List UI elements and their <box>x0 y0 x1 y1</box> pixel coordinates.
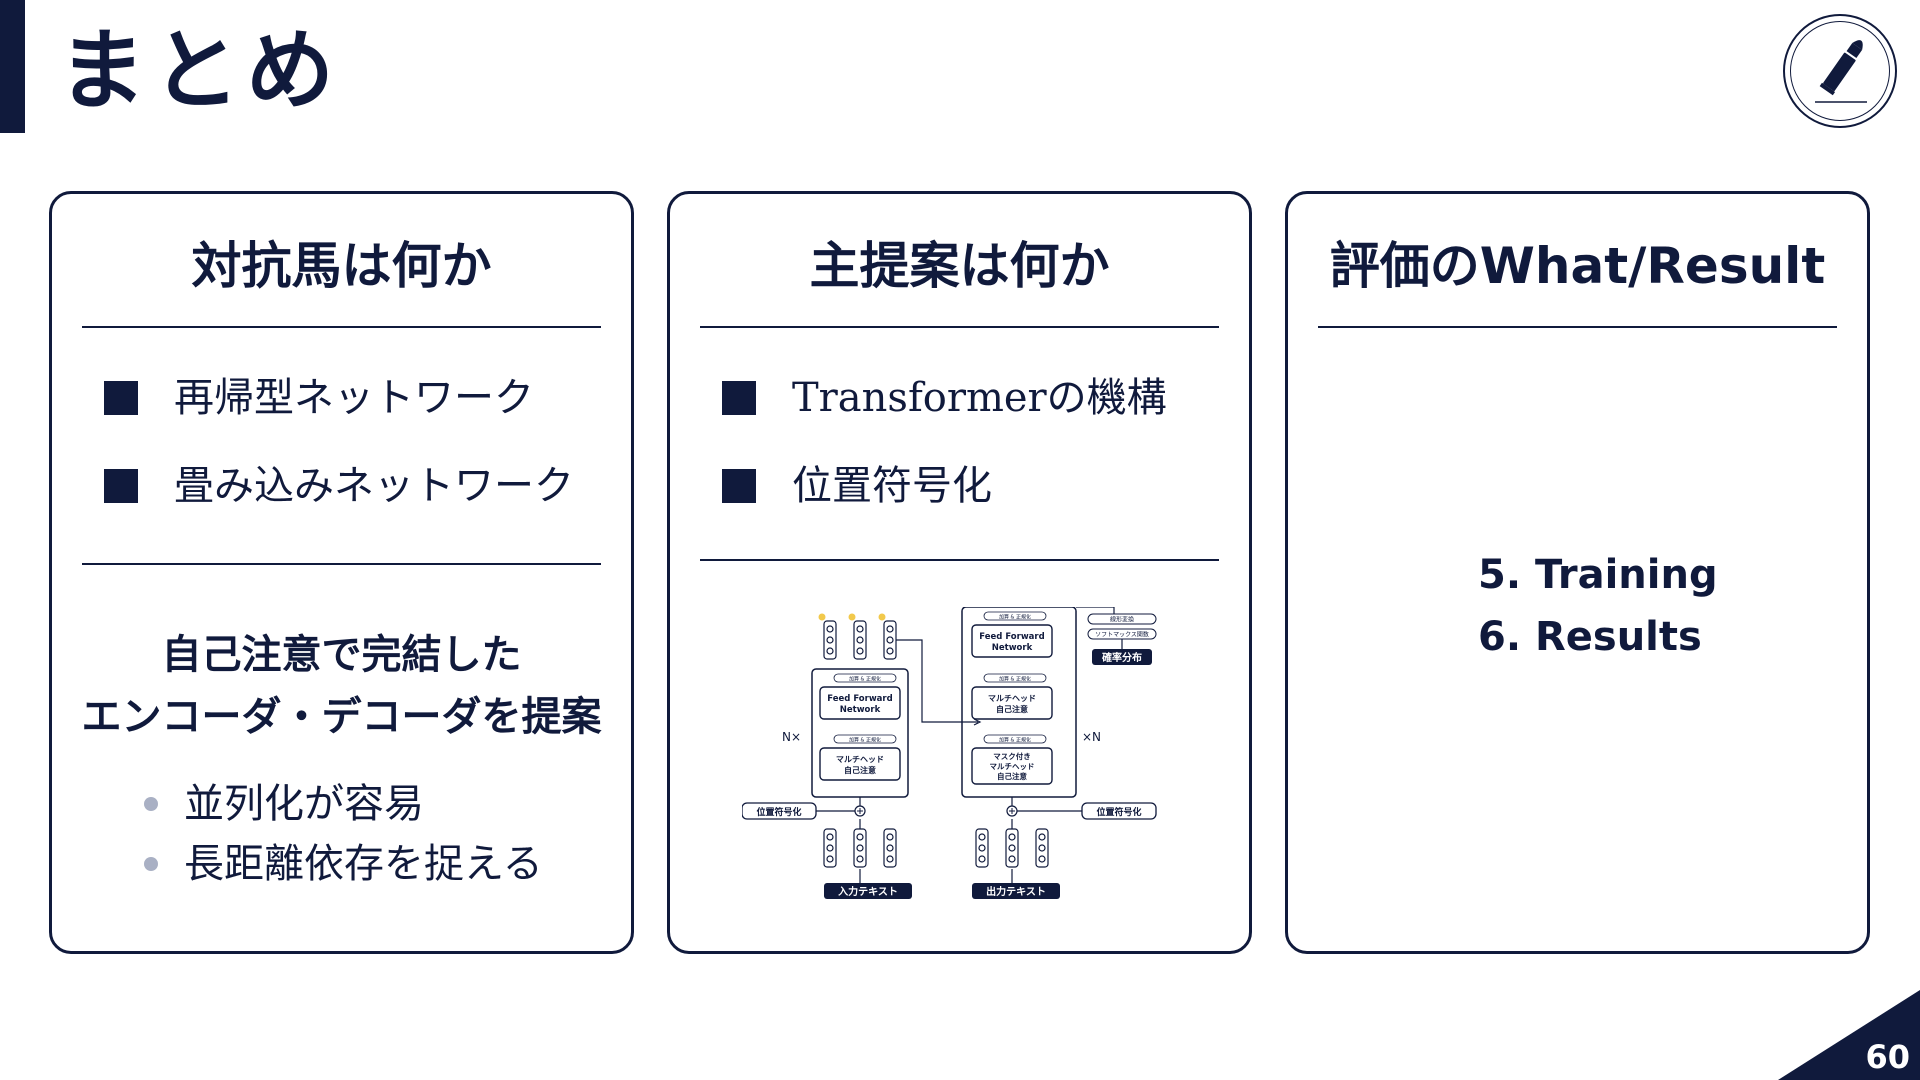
square-bullet-icon <box>104 381 138 415</box>
divider <box>700 326 1219 328</box>
pos-enc-right-label: 位置符号化 <box>1096 806 1141 818</box>
divider <box>1318 326 1837 328</box>
square-bullet-icon <box>104 469 138 503</box>
output-text-label: 出力テキスト <box>986 885 1046 898</box>
list-item: 長距離依存を捉える <box>144 834 543 894</box>
bullet-text: 畳み込みネットワーク <box>174 463 574 509</box>
decoder-cross-line1: マルチヘッド <box>988 694 1036 703</box>
page-number: 60 <box>1865 1038 1910 1076</box>
add-norm-label: 加算 & 正規化 <box>849 737 881 744</box>
sub-list: 並列化が容易 長距離依存を捉える <box>144 774 543 894</box>
result-item: 5. Training <box>1478 552 1718 598</box>
divider <box>82 563 601 565</box>
decoder-masked-line3: 自己注意 <box>997 771 1027 781</box>
decoder-ff-line2: Network <box>992 643 1033 653</box>
logo-ring <box>1790 21 1890 121</box>
list-item: 並列化が容易 <box>144 774 543 834</box>
results-list: 5. Training 6. Results <box>1478 544 1718 668</box>
encoder-block <box>811 668 909 798</box>
add-norm-label: 加算 & 正規化 <box>999 614 1031 621</box>
card-title: 対抗馬は何か <box>191 237 492 295</box>
linear-label: 線形変換 <box>1110 616 1134 624</box>
encoder-attn-line2: 自己注意 <box>844 765 876 775</box>
n-times-right: ×N <box>1082 730 1101 744</box>
bullet-text: 位置符号化 <box>792 463 992 509</box>
card-proposal: 主提案は何か Transformerの機構 位置符号化 加算 & 正規化 Fee… <box>667 191 1252 954</box>
card-alternatives: 対抗馬は何か 再帰型ネットワーク 畳み込みネットワーク 自己注意で完結した エン… <box>49 191 634 954</box>
divider <box>82 326 601 328</box>
dot-bullet-icon <box>144 797 158 811</box>
input-text-label: 入力テキスト <box>838 885 898 898</box>
n-times-left: N× <box>782 730 801 744</box>
bullet-text: 再帰型ネットワーク <box>174 375 534 421</box>
probability-label: 確率分布 <box>1102 651 1142 664</box>
summary-line: エンコーダ・デコーダを提案 <box>81 694 602 740</box>
logo <box>1783 14 1897 128</box>
encoder-output-vectors <box>823 620 897 660</box>
dot-bullet-icon <box>144 857 158 871</box>
title-accent-bar <box>0 0 25 133</box>
add-norm-label: 加算 & 正規化 <box>999 737 1031 744</box>
result-item: 6. Results <box>1478 614 1702 660</box>
bullet-item: 再帰型ネットワーク <box>104 374 534 422</box>
bullet-item: 畳み込みネットワーク <box>104 462 574 510</box>
encoder-ff-line2: Network <box>840 705 881 715</box>
square-bullet-icon <box>722 469 756 503</box>
summary-text: 自己注意で完結した エンコーダ・デコーダを提案 <box>52 624 631 748</box>
list-item-text: 並列化が容易 <box>184 781 424 827</box>
bullet-icon <box>1815 40 1867 103</box>
encoder-attn-line1: マルチヘッド <box>836 755 884 764</box>
bullet-item: Transformerの機構 <box>722 374 1167 422</box>
page-title: まとめ <box>58 19 341 122</box>
encoder-input-vectors <box>823 828 897 868</box>
transformer-diagram: 加算 & 正規化 Feed Forward Network 加算 & 正規化 マ… <box>742 607 1157 899</box>
decoder-masked-line1: マスク付き <box>993 751 1031 761</box>
pos-enc-left-label: 位置符号化 <box>756 806 801 818</box>
card-title: 主提案は何か <box>809 237 1110 295</box>
page-corner <box>1778 990 1920 1080</box>
summary-line: 自己注意で完結した <box>161 632 522 678</box>
decoder-masked-line2: マルチヘッド <box>990 762 1035 771</box>
bullet-item: 位置符号化 <box>722 462 992 510</box>
card-title: 評価のWhat/Result <box>1329 237 1826 295</box>
decoder-block <box>961 607 1077 798</box>
softmax-label: ソフトマックス関数 <box>1095 631 1149 639</box>
decoder-ff-line1: Feed Forward <box>979 632 1044 642</box>
square-bullet-icon <box>722 381 756 415</box>
add-norm-label: 加算 & 正規化 <box>849 676 881 683</box>
bullet-text: Transformerの機構 <box>792 375 1167 421</box>
encoder-ff-line1: Feed Forward <box>827 694 892 704</box>
add-norm-label: 加算 & 正規化 <box>999 676 1031 683</box>
decoder-input-vectors <box>975 828 1049 868</box>
divider <box>700 559 1219 561</box>
list-item-text: 長距離依存を捉える <box>184 841 543 887</box>
card-evaluation: 評価のWhat/Result 5. Training 6. Results <box>1285 191 1870 954</box>
decoder-cross-line2: 自己注意 <box>996 704 1028 714</box>
